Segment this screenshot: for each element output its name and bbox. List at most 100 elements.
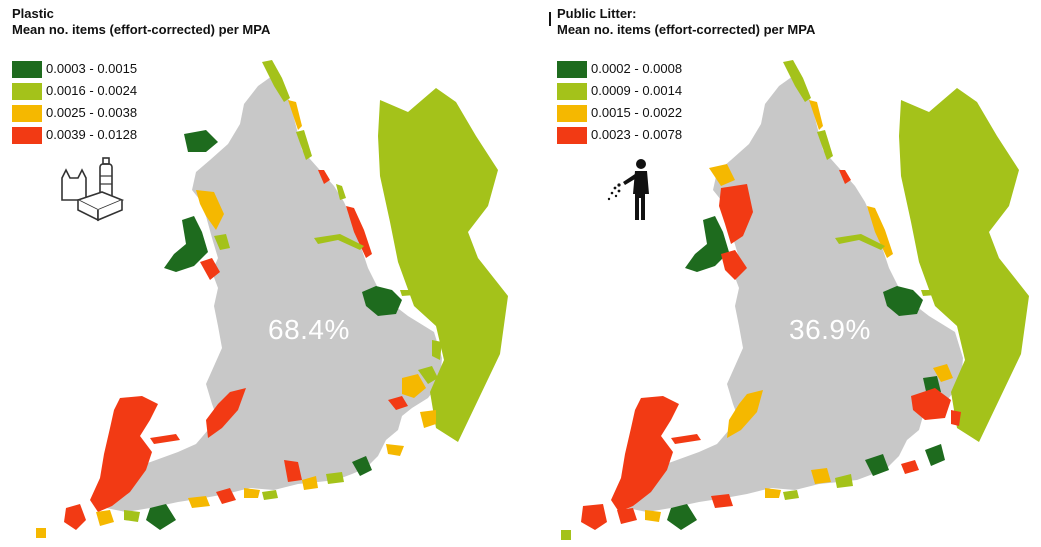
person-littering-icon [603, 158, 661, 227]
legend-label: 0.0039 - 0.0128 [46, 127, 138, 142]
mpa-sc-5 [188, 496, 210, 508]
legend-label: 0.0015 - 0.0022 [591, 105, 683, 120]
mpa-thames-red [911, 388, 951, 420]
mpa-humber [314, 234, 364, 250]
mpa-ne-coast-2 [809, 100, 823, 130]
mpa-sw-approach [90, 396, 158, 512]
mpa-sc-10 [865, 454, 889, 476]
legend-swatch [557, 82, 587, 100]
title-block: Public Litter: Mean no. items (effort-co… [557, 6, 815, 38]
legend-item: 0.0002 - 0.0008 [557, 58, 682, 80]
mpa-ea-3 [418, 366, 438, 384]
mpa-ea-2 [402, 374, 426, 398]
legend-label: 0.0003 - 0.0015 [46, 61, 138, 76]
legend-label: 0.0023 - 0.0078 [591, 127, 683, 142]
mpa-ne-coast-2 [288, 100, 302, 130]
mpa-sc-1 [64, 504, 86, 530]
legend-swatch [12, 60, 42, 78]
mpa-sc-8 [811, 468, 831, 484]
mpa-wash-green [362, 286, 402, 316]
legend-swatch [12, 82, 42, 100]
legend-swatch [12, 126, 42, 144]
legend-label: 0.0009 - 0.0014 [591, 83, 683, 98]
legend-item: 0.0009 - 0.0014 [557, 80, 682, 102]
mpa-solway [184, 130, 218, 152]
mpa-north-sea [378, 88, 508, 442]
mpa-cumbria-red [719, 184, 753, 244]
mpa-bristol-strip [671, 434, 701, 444]
england-map-litter [561, 60, 1029, 540]
mpa-humber [835, 234, 885, 250]
mpa-sw-approach [611, 396, 679, 512]
legend-item: 0.0025 - 0.0038 [12, 102, 137, 124]
mpa-sc-9 [835, 474, 853, 488]
mpa-cumbria-yellow [196, 190, 224, 230]
mpa-morecambe-red [200, 258, 220, 280]
title-block: Plastic Mean no. items (effort-corrected… [12, 6, 270, 38]
mpa-bristol-yellow [727, 390, 763, 438]
panel-title: Public Litter: [557, 6, 637, 21]
legend-label: 0.0025 - 0.0038 [46, 105, 138, 120]
mpa-sc-3 [124, 510, 140, 522]
panel-public-litter: Public Litter: Mean no. items (effort-co… [521, 0, 1041, 547]
mpa-bristol-red [206, 388, 246, 438]
mpa-kent [386, 444, 404, 456]
mpa-thames-strip [951, 410, 961, 426]
mpa-sc-11 [561, 530, 571, 540]
mpa-thames-1 [388, 396, 408, 410]
legend-swatch [557, 60, 587, 78]
mpa-ne-coast-1 [783, 60, 811, 102]
mpa-ea-1 [933, 364, 953, 382]
mpa-sc-4 [667, 504, 697, 530]
plastic-waste-icon [56, 156, 128, 227]
percent-label: 68.4% [268, 314, 350, 345]
legend: 0.0003 - 0.0015 0.0016 - 0.0024 0.0025 -… [12, 58, 137, 146]
legend-label: 0.0002 - 0.0008 [591, 61, 683, 76]
mpa-sc-3 [645, 510, 661, 522]
legend-swatch [557, 104, 587, 122]
mpa-ne-coast-4 [839, 170, 851, 184]
mpa-sc-2 [617, 508, 637, 524]
mpa-wash-green [883, 286, 923, 316]
mpa-cumbria-green [164, 216, 208, 272]
panel-plastic: Plastic Mean no. items (effort-corrected… [0, 0, 520, 547]
mpa-sc-5 [711, 494, 733, 508]
mpa-yorks-red [346, 206, 372, 258]
legend-item: 0.0039 - 0.0128 [12, 124, 137, 146]
panel-subtitle: Mean no. items (effort-corrected) per MP… [12, 22, 271, 37]
mpa-sc-8 [262, 490, 278, 500]
mpa-thames-2 [420, 410, 436, 428]
mpa-morecambe-red [721, 250, 747, 280]
mpa-yorks-yellow [867, 206, 893, 258]
mpa-cumbria-green [685, 216, 729, 272]
mpa-wash-strip [921, 290, 949, 296]
mpa-ne-coast-1 [262, 60, 290, 102]
mpa-irish-strip [214, 234, 230, 250]
mpa-sc-1 [581, 504, 607, 530]
panel-title: Plastic [12, 6, 54, 21]
mpa-sc-6 [765, 488, 781, 498]
mpa-ne-coast-4 [318, 170, 330, 184]
mpa-sc-4 [146, 504, 176, 530]
mpa-ne-coast-3 [296, 130, 312, 160]
mpa-north-sea [899, 88, 1029, 442]
mpa-kent-green [925, 444, 945, 466]
england-landmass [96, 76, 442, 512]
legend-swatch [557, 126, 587, 144]
mpa-sc-10 [302, 476, 318, 490]
legend-swatch [12, 104, 42, 122]
mpa-sc-9 [284, 460, 302, 482]
mpa-wash-strip [400, 290, 428, 296]
percent-label: 36.9% [789, 314, 871, 345]
mpa-sc-11 [326, 472, 344, 484]
mpa-sc-6 [216, 488, 236, 504]
mpa-bristol-strip [150, 434, 180, 444]
legend-item: 0.0023 - 0.0078 [557, 124, 682, 146]
mpa-sc-7 [783, 490, 799, 500]
mpa-ea-1 [432, 340, 442, 360]
mpa-sc-12 [352, 456, 372, 476]
mpa-sc-7 [244, 488, 260, 498]
legend-label: 0.0016 - 0.0024 [46, 83, 138, 98]
england-map-plastic [36, 60, 508, 538]
